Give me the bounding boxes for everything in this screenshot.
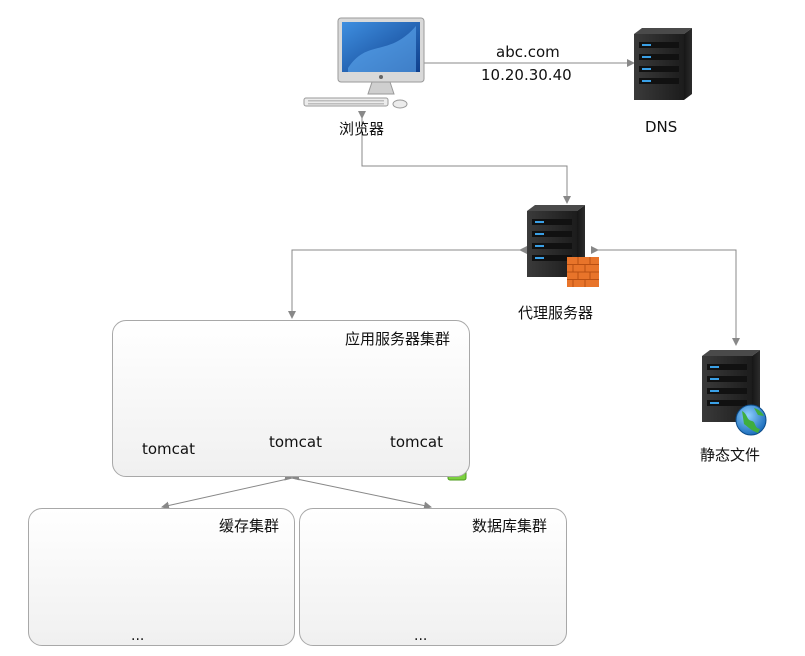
desktop-computer-icon — [303, 17, 425, 109]
cache-cluster-box — [28, 508, 295, 646]
tomcat-label: tomcat — [390, 433, 443, 451]
browser-proxy-arrow — [358, 111, 571, 204]
dns-label: DNS — [645, 118, 678, 136]
tomcat-label: tomcat — [142, 440, 195, 458]
proxy-label: 代理服务器 — [518, 304, 594, 322]
cache-cluster-title: 缓存集群 — [219, 517, 280, 535]
app-cluster-title: 应用服务器集群 — [345, 330, 451, 348]
tomcat-label: tomcat — [269, 433, 322, 451]
static-files-label: 静态文件 — [700, 446, 761, 464]
db-ellipsis: ... — [414, 628, 428, 644]
dns-domain-label: abc.com — [496, 43, 560, 61]
app-db-arrow — [284, 472, 432, 510]
app-cache-arrow — [161, 472, 300, 510]
connectors — [161, 59, 740, 510]
browser-label: 浏览器 — [339, 120, 385, 138]
cache-ellipsis: ... — [131, 628, 145, 644]
proxy-static-arrow — [591, 246, 740, 346]
dns-ip-label: 10.20.30.40 — [481, 66, 572, 84]
server-firewall-icon — [527, 205, 599, 287]
server-globe-icon — [702, 350, 767, 436]
app-cluster-box — [112, 320, 470, 477]
db-cluster-box — [299, 508, 567, 646]
proxy-app-arrow — [288, 246, 527, 319]
db-cluster-title: 数据库集群 — [472, 517, 548, 535]
dns-server-icon — [634, 28, 692, 100]
